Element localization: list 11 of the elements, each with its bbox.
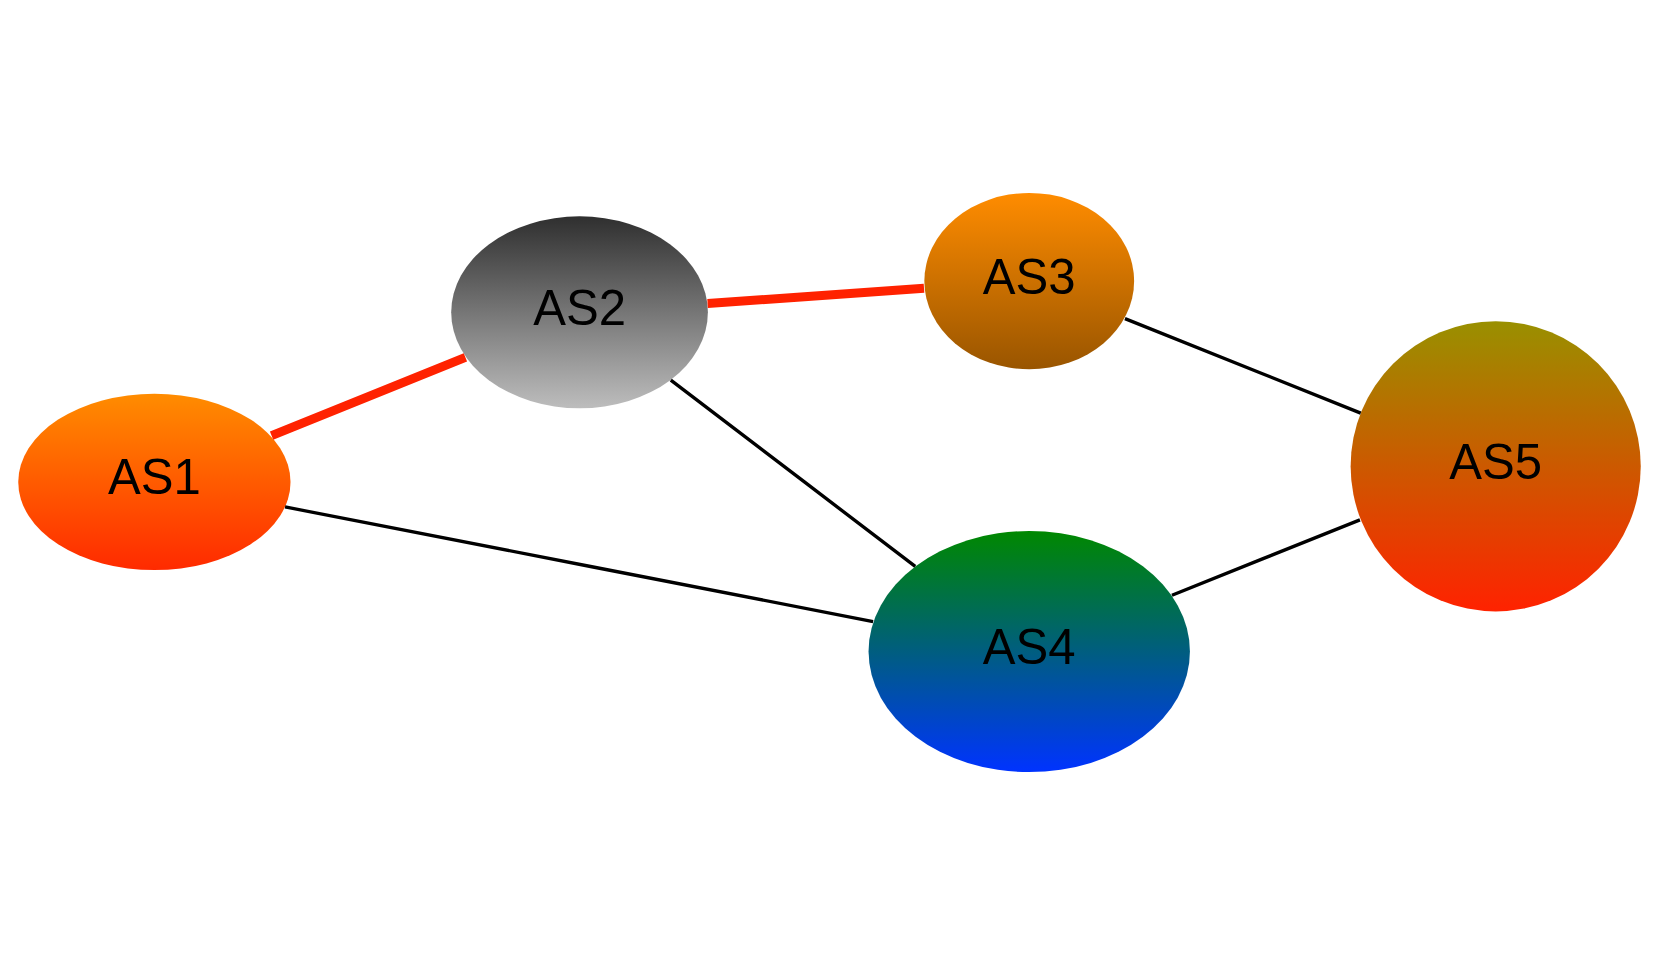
connector <box>1171 518 1361 597</box>
connector <box>1124 317 1362 415</box>
node-ellipse: AS3 <box>924 192 1135 370</box>
node-circle: AS5 <box>1350 321 1641 612</box>
node-ellipse: AS2 <box>451 216 708 409</box>
connector <box>269 353 468 440</box>
node-ellipse: AS4 <box>868 531 1190 773</box>
connector <box>284 505 874 624</box>
connector <box>707 283 925 308</box>
node-ellipse: AS1 <box>18 393 291 571</box>
connector <box>669 378 917 568</box>
